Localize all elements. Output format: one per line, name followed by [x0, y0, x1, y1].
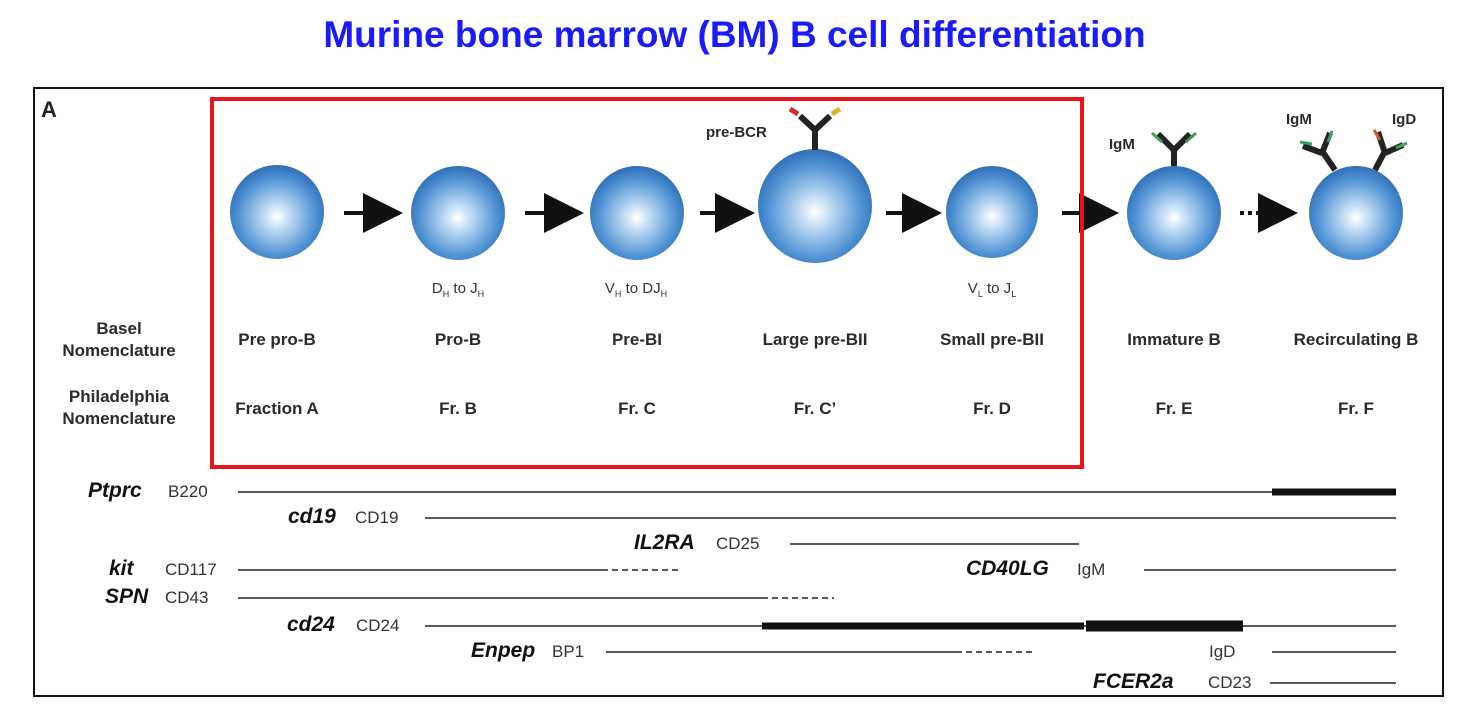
igd-antibody-recirculating [1372, 129, 1408, 172]
philadelphia-stage-3: Fr. C [618, 399, 656, 418]
cell-pre-pro-b [230, 165, 324, 259]
basel-stage-4: Large pre-BII [762, 330, 868, 349]
basel-stage-6: Immature B [1127, 330, 1221, 349]
protein-bp1: BP1 [552, 642, 585, 661]
cell-large-pre-bii [758, 149, 872, 263]
protein-cd43: CD43 [165, 588, 209, 607]
gene-kit: kit [109, 557, 134, 580]
gene-enpep: Enpep [471, 639, 536, 662]
philadelphia-stage-4: Fr. C’ [793, 399, 837, 418]
protein-igm: IgM [1077, 560, 1106, 579]
page-title: Murine bone marrow (BM) B cell different… [323, 14, 1146, 55]
basel-stage-1: Pre pro-B [238, 330, 316, 349]
gene-ptprc: Ptprc [88, 479, 142, 502]
cell-small-pre-bii [946, 166, 1038, 258]
protein-b220: B220 [168, 482, 208, 501]
igd-recirc-label: IgD [1392, 111, 1417, 128]
pre-bcr-label: pre-BCR [706, 124, 767, 141]
rearrangement-vl-jl: VL to JL [967, 280, 1017, 299]
gene-il2ra: IL2RA [634, 531, 695, 554]
philadelphia-stage-7: Fr. F [1338, 399, 1374, 418]
figure-frame [33, 87, 1444, 697]
cell-immature-b [1127, 166, 1221, 260]
gene-cd40lg: CD40LG [966, 557, 1049, 580]
highlight-box [210, 97, 1084, 469]
philadelphia-stage-6: Fr. E [1155, 399, 1193, 418]
igm-antibody-recirculating [1299, 130, 1338, 172]
basel-stage-7: Recirculating B [1293, 330, 1419, 349]
igm-recirc-label: IgM [1286, 111, 1312, 128]
protein-cd19: CD19 [355, 508, 399, 527]
gene-cd19: cd19 [288, 505, 336, 528]
igm-antibody-immature [1150, 131, 1198, 166]
cell-pro-b [411, 166, 505, 260]
gene-cd24: cd24 [287, 613, 335, 636]
cell-pre-bi [590, 166, 684, 260]
philadelphia-stage-5: Fr. D [973, 399, 1011, 418]
pre-bcr-antibody [788, 106, 842, 150]
basel-stage-3: Pre-BI [611, 330, 663, 349]
igm-immature-label: IgM [1109, 136, 1135, 153]
rearrangement-vh-djh: VH to DJH [604, 280, 668, 299]
protein-igd: IgD [1209, 642, 1236, 661]
rearrangement-dh-jh: DH to JH [431, 280, 485, 299]
philadelphia-stage-2: Fr. B [439, 399, 477, 418]
panel-letter: A [41, 97, 57, 122]
basel-stage-5: Small pre-BII [940, 330, 1044, 349]
basel-stage-2: Pro-B [434, 330, 482, 349]
gene-fcer2a: FCER2a [1093, 670, 1174, 693]
cell-recirculating-b [1309, 166, 1403, 260]
protein-cd25: CD25 [716, 534, 760, 553]
protein-cd23: CD23 [1208, 673, 1252, 692]
protein-cd117: CD117 [165, 560, 217, 579]
gene-spn: SPN [105, 585, 149, 608]
philadelphia-stage-1: Fraction A [235, 399, 319, 418]
protein-cd24: CD24 [356, 616, 400, 635]
